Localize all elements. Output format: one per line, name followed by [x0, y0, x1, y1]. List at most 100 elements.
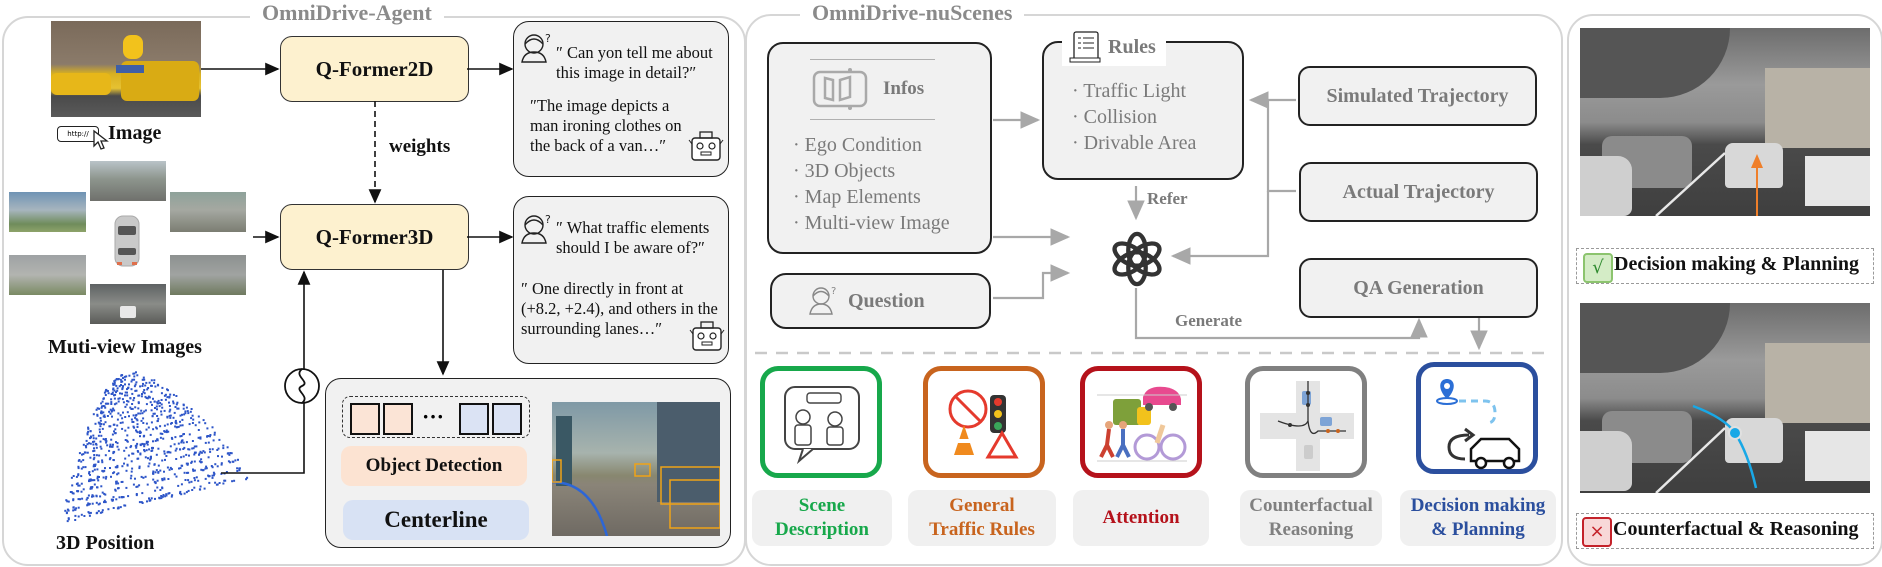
point-cloud-point — [113, 389, 116, 392]
point-cloud-point — [87, 427, 90, 430]
point-cloud-point — [92, 458, 95, 461]
point-cloud-point — [206, 427, 209, 430]
point-cloud-point — [113, 450, 116, 453]
point-cloud-point — [212, 439, 215, 442]
point-cloud-point — [134, 389, 137, 392]
point-cloud-point — [116, 389, 119, 392]
point-cloud-point — [153, 381, 156, 384]
point-cloud-point — [156, 383, 159, 386]
point-cloud-point — [124, 405, 127, 408]
point-cloud-point — [75, 507, 78, 510]
point-cloud-point — [202, 450, 205, 453]
point-cloud-point — [231, 480, 234, 483]
point-cloud-point — [139, 435, 141, 438]
point-cloud-point — [103, 469, 106, 472]
point-cloud-point — [121, 385, 124, 388]
point-cloud-point — [127, 387, 129, 390]
wrong-example-label-box — [1576, 513, 1874, 549]
point-cloud-point — [117, 482, 120, 485]
point-cloud-point — [88, 514, 91, 517]
point-cloud-point — [96, 486, 99, 489]
simulated-trajectory-box: Simulated Trajectory — [1298, 66, 1537, 126]
task-card-scene-description — [760, 366, 882, 478]
point-cloud-point — [163, 424, 166, 427]
point-cloud-point — [77, 490, 80, 493]
rules-item: · Traffic Light — [1072, 80, 1187, 102]
point-cloud-point — [81, 453, 83, 456]
point-cloud-point — [88, 442, 90, 445]
point-cloud-point — [104, 390, 107, 393]
point-cloud-point — [106, 390, 109, 392]
point-cloud-point — [93, 483, 96, 486]
point-cloud-point — [74, 514, 77, 517]
refer-label: Refer — [1147, 189, 1188, 208]
point-cloud-point — [165, 493, 168, 496]
point-cloud-point — [186, 463, 189, 466]
point-cloud-point — [180, 435, 183, 437]
point-cloud-point — [193, 445, 196, 448]
point-cloud-point — [147, 465, 150, 468]
point-cloud-point — [168, 396, 171, 399]
point-cloud-point — [154, 497, 156, 500]
point-cloud-point — [67, 500, 70, 503]
point-cloud-point — [186, 410, 189, 413]
point-cloud-point — [213, 431, 216, 434]
point-cloud-point — [124, 378, 126, 381]
point-cloud-point — [157, 447, 160, 450]
point-cloud-point — [172, 416, 175, 419]
point-cloud-point — [135, 429, 137, 432]
point-cloud-point — [192, 418, 195, 421]
point-cloud-point — [169, 445, 172, 448]
point-cloud-point — [166, 451, 169, 454]
point-cloud-point — [161, 477, 164, 480]
point-cloud-point — [168, 468, 171, 471]
point-cloud-point — [104, 394, 107, 396]
point-cloud-point — [185, 441, 188, 444]
point-cloud-point — [100, 447, 103, 450]
point-cloud-point — [198, 453, 200, 456]
agent-panel-title: OmniDrive-Agent — [250, 1, 444, 25]
point-cloud-point — [97, 510, 100, 513]
point-cloud-point — [143, 445, 146, 448]
point-cloud-point — [191, 440, 194, 442]
point-cloud-point — [204, 477, 207, 480]
point-cloud-point — [152, 412, 155, 415]
point-cloud-point — [91, 495, 93, 498]
point-cloud-point — [77, 474, 80, 477]
point-cloud-point — [238, 467, 241, 470]
point-cloud-point — [137, 457, 140, 460]
point-cloud-point — [206, 435, 209, 438]
point-cloud-point — [110, 498, 113, 501]
point-cloud-point — [80, 475, 83, 478]
user-question-icon: ? — [521, 32, 551, 63]
point-cloud-point — [129, 477, 132, 480]
point-cloud-point — [101, 461, 104, 464]
task-label-attention: Attention — [1073, 490, 1209, 546]
point-cloud-point — [102, 411, 105, 414]
point-cloud-point — [182, 448, 185, 450]
point-cloud-point — [100, 434, 103, 437]
point-cloud-point — [142, 417, 145, 420]
point-cloud-point — [152, 472, 155, 475]
point-cloud-point — [130, 408, 133, 410]
point-cloud-point — [88, 478, 91, 481]
point-cloud-point — [92, 434, 95, 437]
point-cloud-point — [220, 463, 223, 466]
point-cloud-point — [126, 411, 129, 414]
point-cloud-point — [211, 474, 214, 477]
point-cloud-point — [169, 414, 172, 417]
point-cloud-point — [111, 409, 114, 412]
point-cloud-point — [139, 453, 142, 456]
point-cloud-point — [131, 378, 134, 381]
point-cloud-point — [82, 466, 85, 469]
rules-title: Rules — [1108, 36, 1156, 58]
point-cloud-point — [192, 447, 195, 450]
point-cloud-point — [132, 414, 135, 417]
point-cloud-point — [113, 380, 116, 383]
point-cloud-point — [213, 472, 216, 475]
point-cloud-point — [170, 468, 173, 471]
point-cloud-point — [93, 449, 96, 452]
point-cloud-point — [100, 410, 103, 413]
query-ellipsis: ··· — [422, 404, 445, 429]
point-cloud-point — [216, 449, 219, 451]
